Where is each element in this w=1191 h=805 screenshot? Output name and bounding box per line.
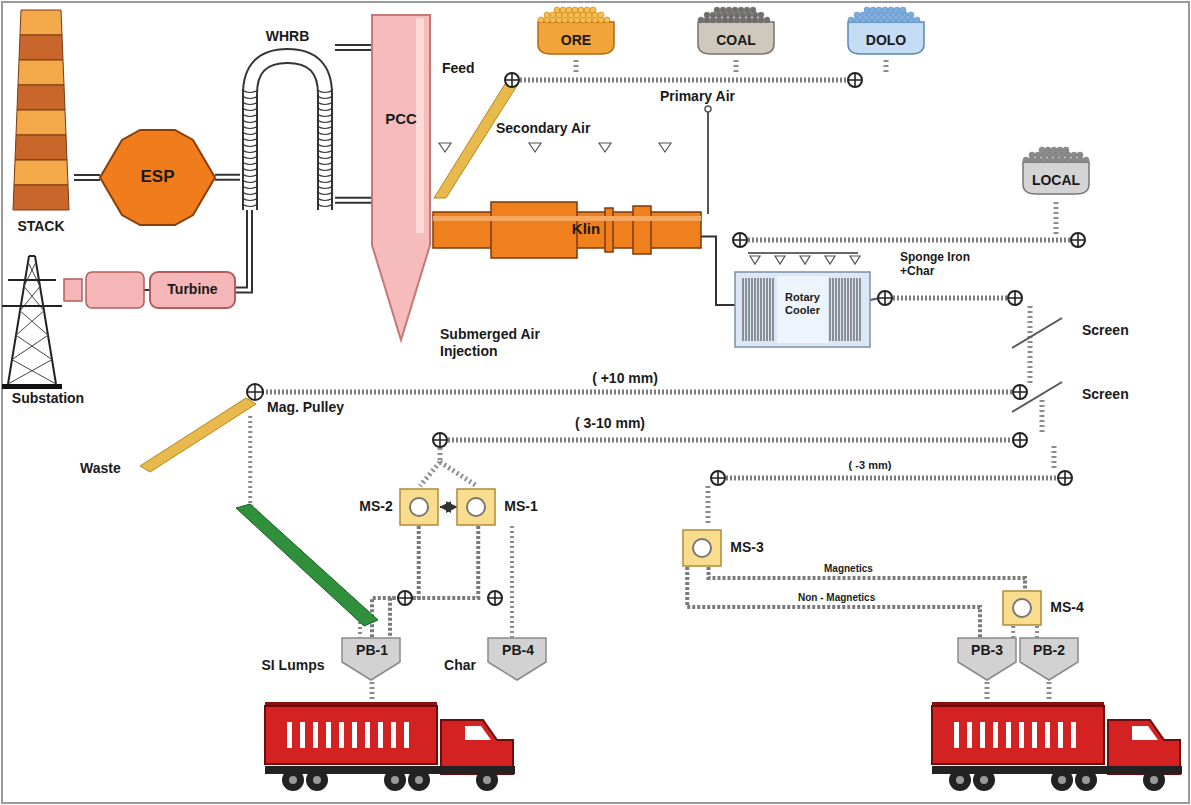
edge-label: Non - Magnetics (796, 592, 877, 604)
unit-label: LOCAL (1020, 172, 1092, 189)
unit-label: COAL (695, 32, 777, 49)
plant-unit: Klin (433, 198, 701, 262)
sub-shape (2, 250, 94, 408)
plant-unit: ESP (100, 130, 215, 225)
process-label: Waste (80, 460, 138, 477)
plant-unit: PB-3 (958, 638, 1016, 680)
process-label: ( 3-10 mm) (560, 415, 660, 432)
unit-label: PCC (372, 110, 430, 128)
plant-unit: Rotary Cooler (735, 272, 870, 347)
duct-inner (74, 176, 100, 179)
unit-label: PB-4 (488, 642, 548, 659)
conveyor-belt (372, 526, 419, 638)
unit-label: DOLO (845, 32, 927, 49)
unit-label: Char (438, 657, 482, 674)
unit-label: MS-2 (355, 498, 397, 515)
plant-unit: Char PB-4 (438, 638, 548, 680)
process-label: Screen (1082, 322, 1142, 339)
plant-unit: DOLO (845, 8, 927, 60)
unit-label: Rotary Cooler (777, 291, 828, 317)
plant-unit: SI Lumps PB-1 (250, 638, 402, 680)
unit-label: STACK (8, 218, 74, 235)
conveyor-belt (687, 567, 980, 638)
duct-inner (215, 176, 240, 179)
unit-label: PB-3 (958, 642, 1016, 659)
process-label: Feed (442, 60, 492, 77)
process-label: Sponge Iron +Char (900, 250, 1000, 279)
duct-inner (335, 199, 372, 202)
plant-unit: COAL (695, 8, 777, 60)
plant-unit: MS-1 (457, 488, 542, 526)
kiln-shape (433, 198, 701, 262)
unit-label: Substation (2, 390, 94, 407)
flue-duct (235, 210, 250, 290)
process-label: Primary Air (660, 88, 760, 105)
process-label: ( -3 mm) (835, 459, 905, 472)
process-label: ( +10 mm) (575, 370, 675, 387)
unit-label: PB-2 (1020, 642, 1078, 659)
flow-line (1035, 626, 1039, 638)
edge-label: Magnetics (822, 563, 875, 575)
flow-line (510, 526, 514, 638)
plant-unit: STACK (8, 10, 74, 238)
stack-shape (8, 10, 74, 238)
flow-line (701, 236, 735, 305)
unit-label: MS-4 (1046, 599, 1088, 616)
plant-unit: PB-2 (1020, 638, 1078, 680)
plant-unit: MS-3 (683, 529, 768, 567)
plant-unit: Turbine (150, 272, 235, 308)
unit-label: Turbine (150, 281, 235, 298)
unit-label: Klin (551, 220, 621, 238)
pcc-shape (372, 15, 430, 340)
unit-label: Mag. Pulley (267, 399, 347, 416)
plant-unit: ORE (535, 8, 617, 60)
process-label: Submerged Air Injection (440, 326, 558, 360)
flue-duct (335, 44, 372, 51)
unit-label: ORE (535, 32, 617, 49)
plant-unit: Mag. Pulley (245, 382, 350, 416)
unit-label: SI Lumps (250, 657, 336, 674)
process-label: Secondary Air (496, 120, 616, 137)
unit-label: MS-1 (500, 498, 542, 515)
flow-line (440, 506, 457, 508)
plant-unit: LOCAL (1020, 148, 1092, 200)
duct-inner (335, 46, 372, 49)
flue-duct (74, 174, 100, 181)
unit-label: MS-3 (726, 539, 768, 556)
flue-duct (335, 197, 372, 204)
process-label: Screen (1082, 386, 1142, 403)
plant-unit: PCC (372, 15, 430, 340)
flow-line (1011, 626, 1015, 638)
whrb-shape (240, 28, 335, 210)
conveyor-belt (390, 526, 478, 638)
duct-inner (235, 210, 250, 290)
plant-unit: Substation (2, 250, 94, 408)
plant-unit: MS-2 (355, 488, 440, 526)
unit-label: ESP (100, 167, 215, 187)
unit-label: WHRB (240, 28, 335, 45)
unit-label: PB-1 (342, 642, 402, 659)
flue-duct (215, 174, 240, 181)
plant-unit: WHRB (240, 28, 335, 210)
plant-unit: MS-4 (1003, 590, 1088, 626)
